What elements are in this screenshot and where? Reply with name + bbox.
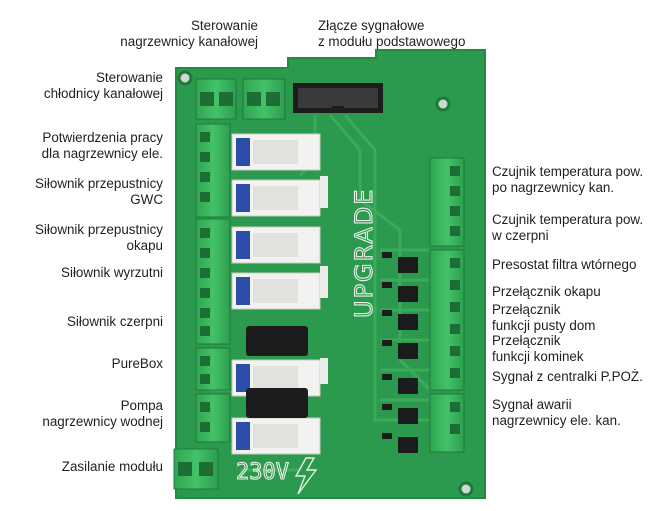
high-voltage-bolt-icon bbox=[294, 457, 318, 495]
fuse-holders bbox=[246, 326, 308, 418]
power-terminal-block bbox=[173, 448, 219, 490]
diodes bbox=[320, 176, 328, 384]
mounting-holes bbox=[177, 70, 474, 497]
label-exhaust-actuator: Siłownik wyrzutni bbox=[61, 265, 163, 280]
relays bbox=[231, 133, 321, 455]
label-filter-pressostat: Presostat filtra wtórnego bbox=[492, 257, 637, 272]
resistors bbox=[382, 252, 392, 439]
label-purebox: PureBox bbox=[111, 356, 163, 371]
upgrade-silkscreen: UPGRADE bbox=[350, 188, 378, 318]
right-terminal-column bbox=[429, 157, 465, 453]
optocouplers bbox=[398, 257, 418, 453]
signal-header-connector bbox=[293, 83, 383, 113]
label-module-power: Zasilanie modułu bbox=[61, 459, 163, 474]
label-temp-intake: Czujnik temperatura pow.w czerpni bbox=[492, 212, 644, 243]
label-intake-actuator: Siłownik czerpni bbox=[66, 314, 163, 329]
label-fire-alarm-signal: Sygnał z centralki P.POŻ. bbox=[492, 369, 643, 384]
top-terminal-blocks bbox=[195, 78, 286, 120]
voltage-silkscreen: 230V bbox=[236, 460, 289, 485]
label-temp-after-heater: Czujnik temperatura pow.po nagrzewnicy k… bbox=[492, 164, 644, 195]
left-terminal-column bbox=[195, 123, 231, 443]
label-hood-switch: Przełącznik okapu bbox=[492, 284, 601, 299]
